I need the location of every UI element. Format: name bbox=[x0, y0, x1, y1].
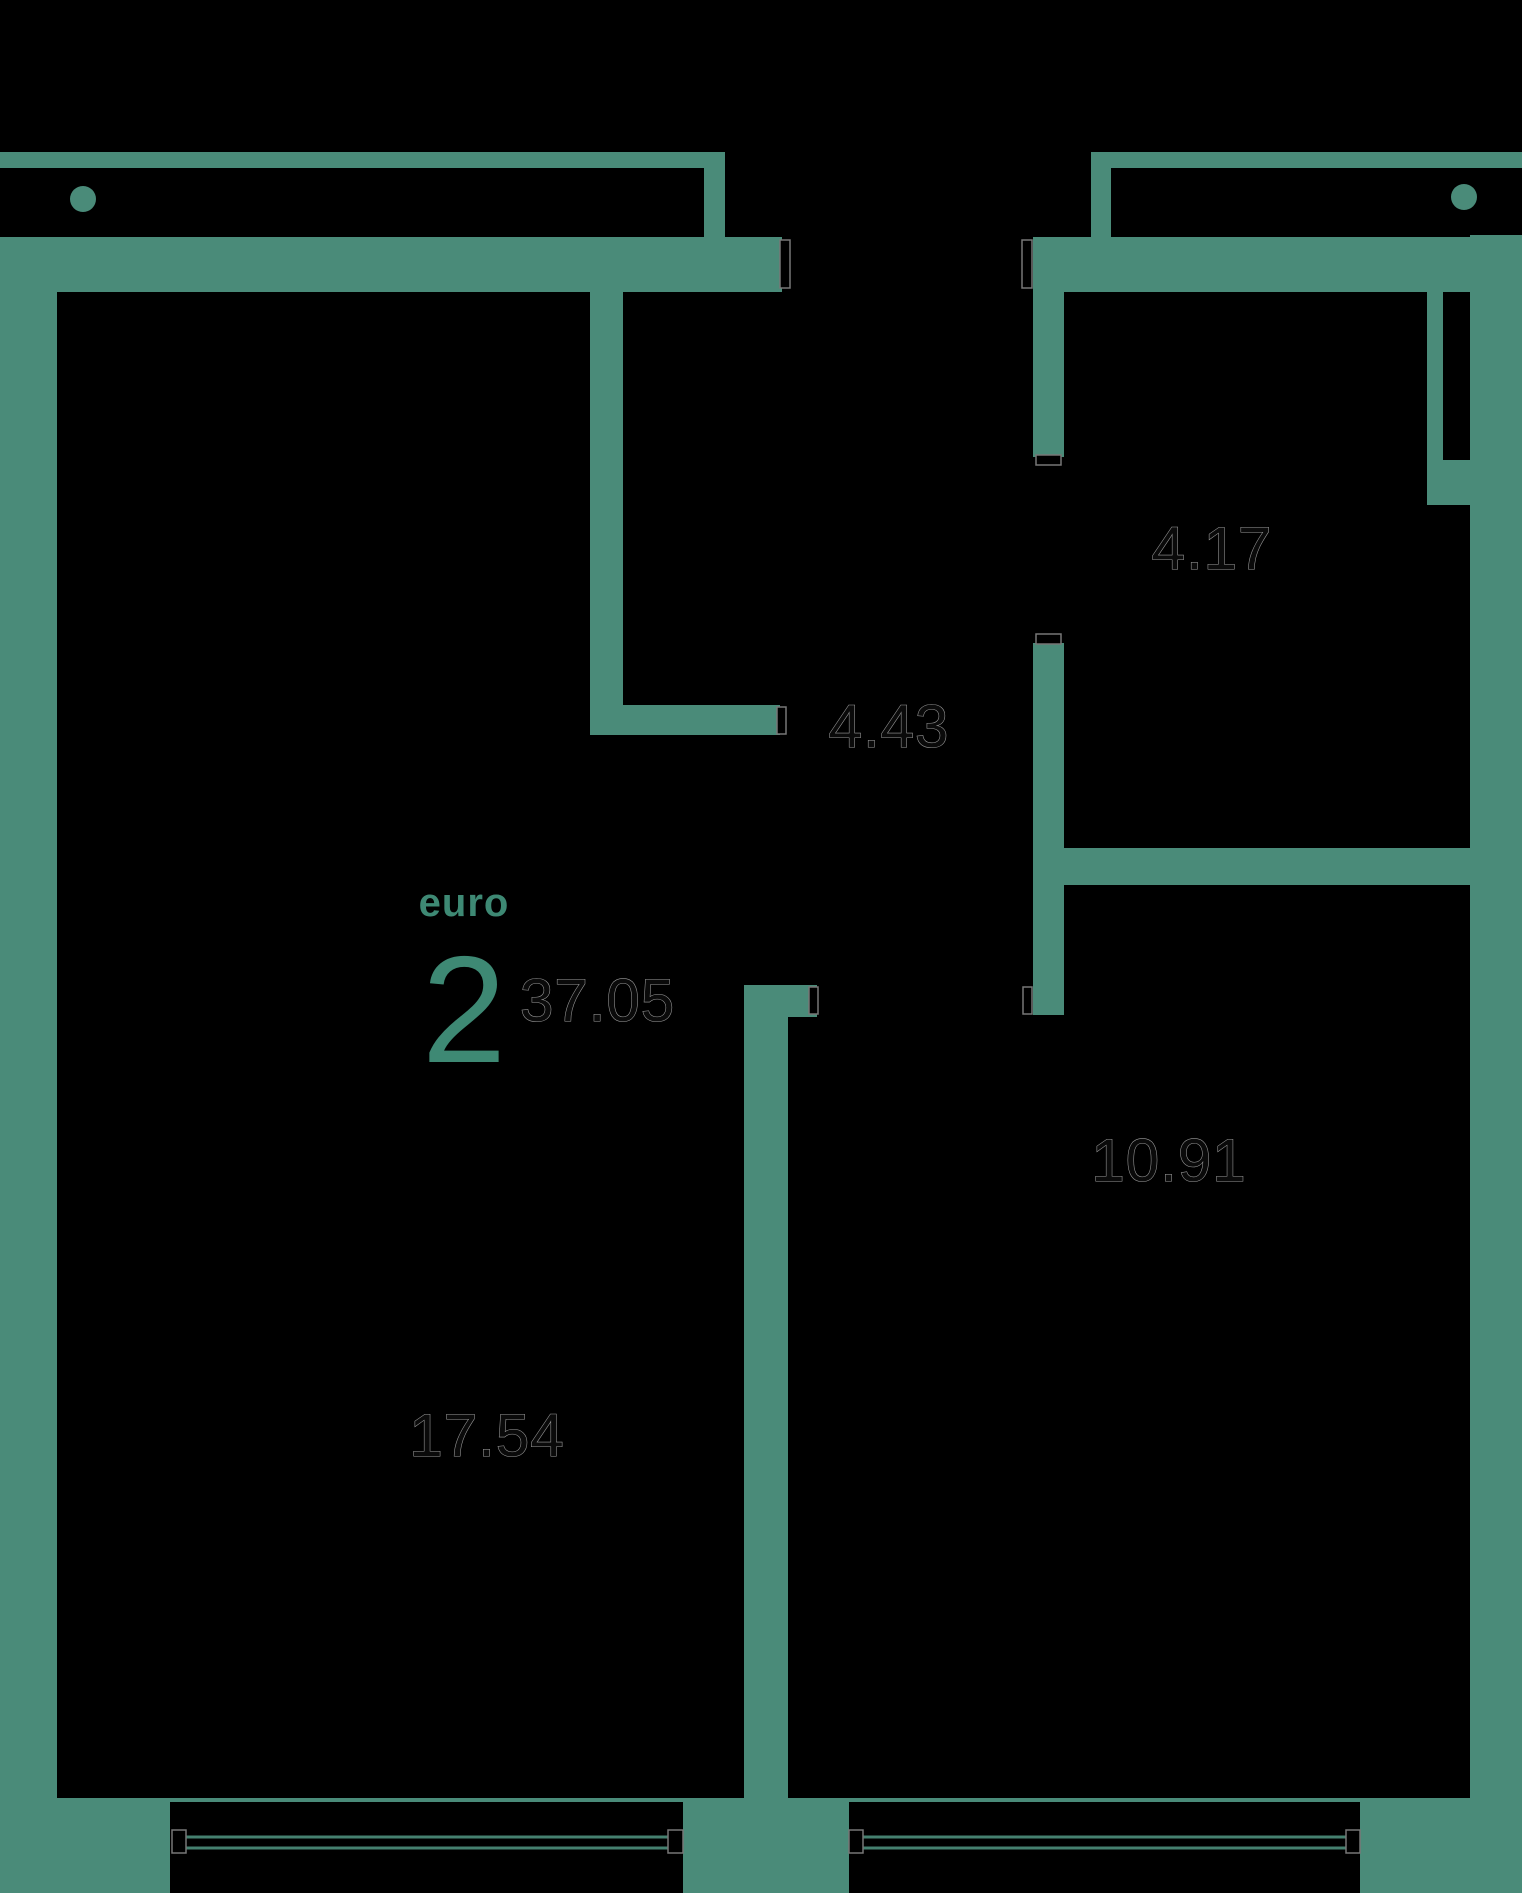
balcony-rail-left bbox=[0, 152, 725, 168]
wall-top-left-segment bbox=[0, 237, 782, 292]
window-right bbox=[848, 1829, 1361, 1854]
pier-bottom-left bbox=[0, 1798, 170, 1893]
shaft-bottom-closure bbox=[1427, 460, 1472, 505]
bathroom-jamb-top bbox=[1035, 454, 1062, 466]
window-left-cap-right bbox=[667, 1829, 684, 1854]
wall-left-exterior bbox=[0, 237, 57, 1798]
walls bbox=[0, 152, 1522, 1893]
bathroom-wall-lower bbox=[1033, 643, 1064, 1015]
pier-bottom-right bbox=[1360, 1799, 1522, 1893]
window-left bbox=[171, 1829, 684, 1854]
shaft-flange bbox=[1427, 237, 1443, 505]
bedroom-jamb-left bbox=[808, 986, 819, 1015]
entrance-jamb-right bbox=[1021, 239, 1033, 289]
balcony-rail-left-end bbox=[704, 152, 725, 237]
balcony-rail-right bbox=[1095, 152, 1522, 168]
kitchen-partition-arm bbox=[590, 705, 780, 735]
room-area-bedroom: 10.91 bbox=[1091, 1127, 1246, 1194]
bathroom-jamb-bottom bbox=[1035, 633, 1062, 645]
bedroom-jamb-right bbox=[1022, 986, 1033, 1015]
window-right-cap-left bbox=[848, 1829, 864, 1854]
wall-right-exterior bbox=[1470, 235, 1522, 1893]
bathroom-wall-upper bbox=[1033, 292, 1064, 457]
apartment-type-label: euro bbox=[419, 881, 510, 925]
window-right-cap-right bbox=[1345, 1829, 1361, 1854]
room-area-living: 17.54 bbox=[409, 1402, 564, 1469]
labels: euro 2 37.05 4.17 4.43 10.91 17.54 bbox=[409, 514, 1273, 1469]
room-area-hallway: 4.43 bbox=[829, 693, 950, 760]
balcony-column-left bbox=[70, 186, 96, 212]
balcony-rail-right-end bbox=[1091, 152, 1111, 237]
room-area-bathroom: 4.17 bbox=[1152, 515, 1273, 582]
bedroom-top-wall bbox=[1033, 848, 1470, 885]
wall-top-right-segment bbox=[1033, 237, 1522, 292]
pier-bottom-center bbox=[683, 1799, 849, 1893]
apartment-rooms-count: 2 bbox=[422, 925, 507, 1095]
balcony-column-right bbox=[1451, 184, 1477, 210]
apartment-total-area: 37.05 bbox=[520, 967, 675, 1034]
entrance-jamb-left bbox=[779, 239, 791, 289]
windows bbox=[171, 1829, 1361, 1854]
door-jambs bbox=[776, 239, 1062, 1015]
divider-wall bbox=[744, 985, 788, 1799]
window-left-cap-left bbox=[171, 1829, 187, 1854]
kitchen-partition-vertical bbox=[590, 292, 623, 735]
kitchen-arm-jamb bbox=[776, 706, 787, 735]
